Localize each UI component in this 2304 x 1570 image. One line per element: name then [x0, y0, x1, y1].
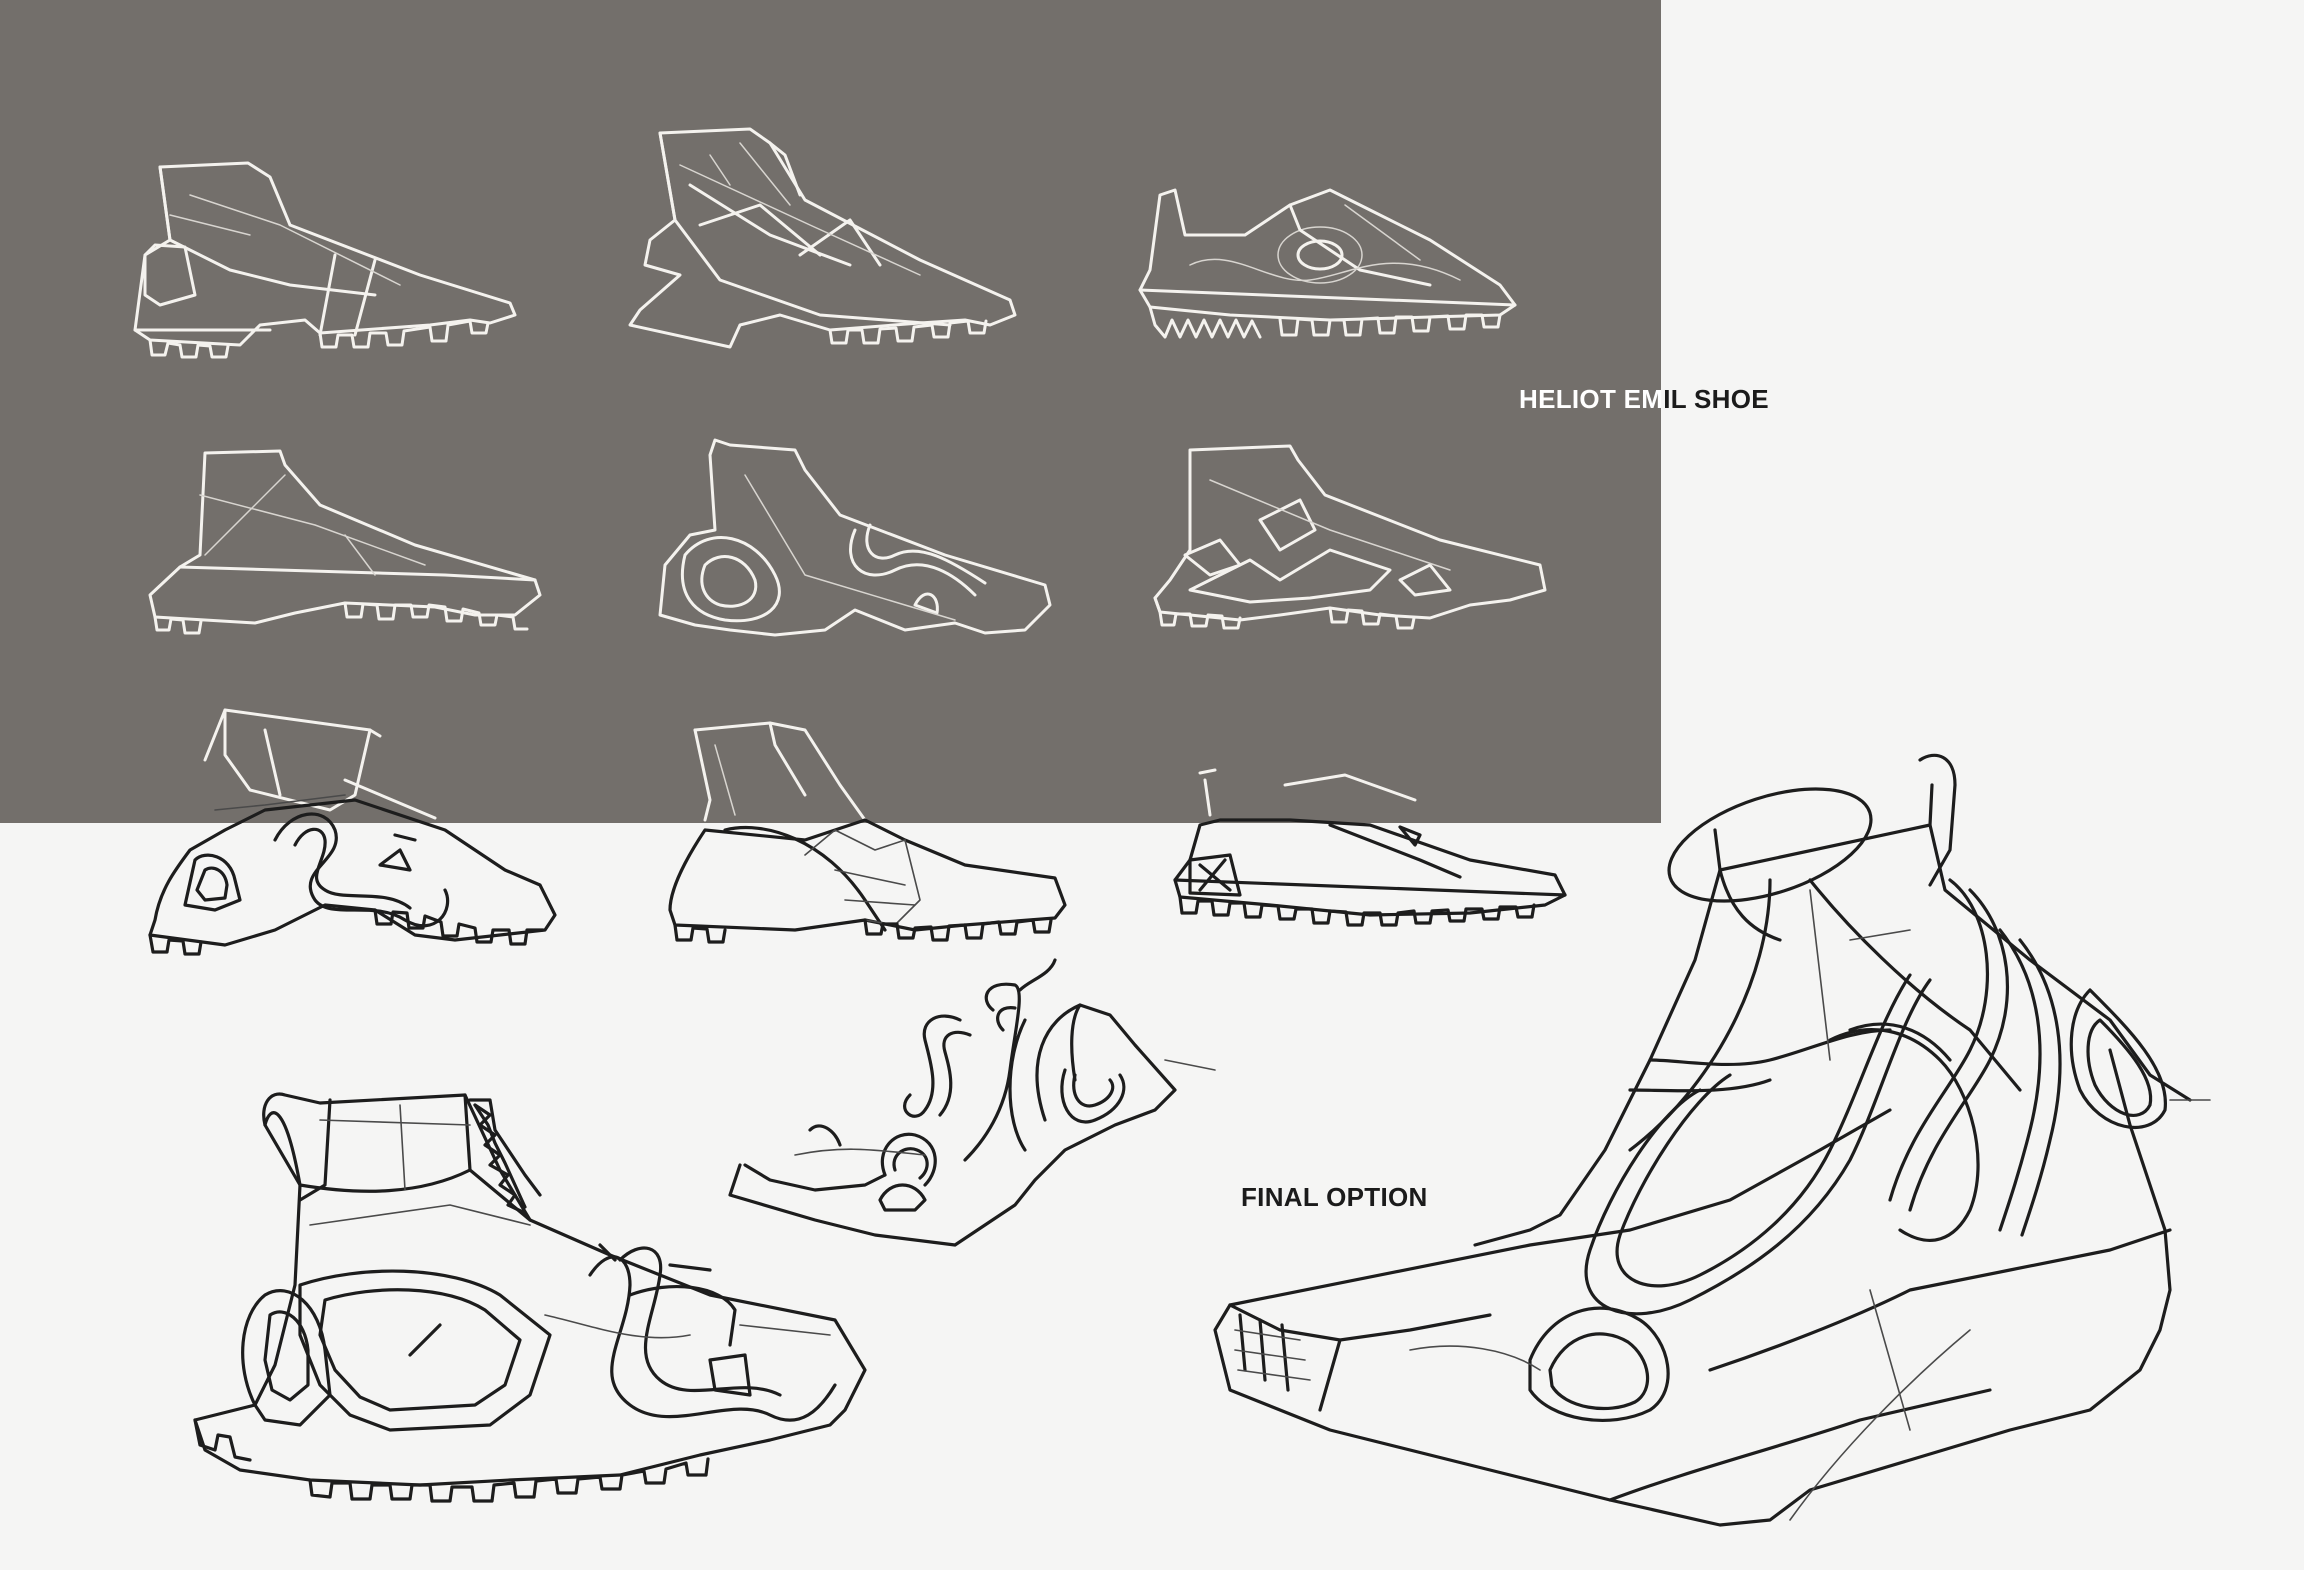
project-title-part-2: IL SHOE [1663, 384, 1769, 414]
concept-panel [0, 0, 1661, 823]
concept-sketch-9 [1173, 818, 1567, 927]
final-perspective-sketch [1213, 753, 2211, 1527]
concept-sketch-6 [1153, 444, 1547, 630]
concept-sketch-8-top [693, 721, 867, 822]
project-title: HELIOT EMIL SHOE [1519, 384, 1769, 415]
concept-sketch-2 [628, 127, 1017, 349]
final-side-view-sketch [193, 1092, 867, 1503]
final-option-label: FINAL OPTION [1241, 1182, 1428, 1212]
project-title-part-1: HELIOT EM [1519, 384, 1664, 414]
concept-sketch-5 [658, 438, 1052, 637]
strap-detail-sketch [728, 958, 1216, 1247]
concept-sketch-9-top [1198, 768, 1417, 817]
concept-sketch-7 [148, 794, 557, 956]
concept-sketch-3 [1138, 188, 1517, 339]
concept-sketch-1 [133, 161, 517, 359]
concept-sketch-4 [148, 449, 542, 635]
concept-sketch-7-top [203, 708, 437, 820]
concept-sketch-8 [668, 818, 1067, 944]
